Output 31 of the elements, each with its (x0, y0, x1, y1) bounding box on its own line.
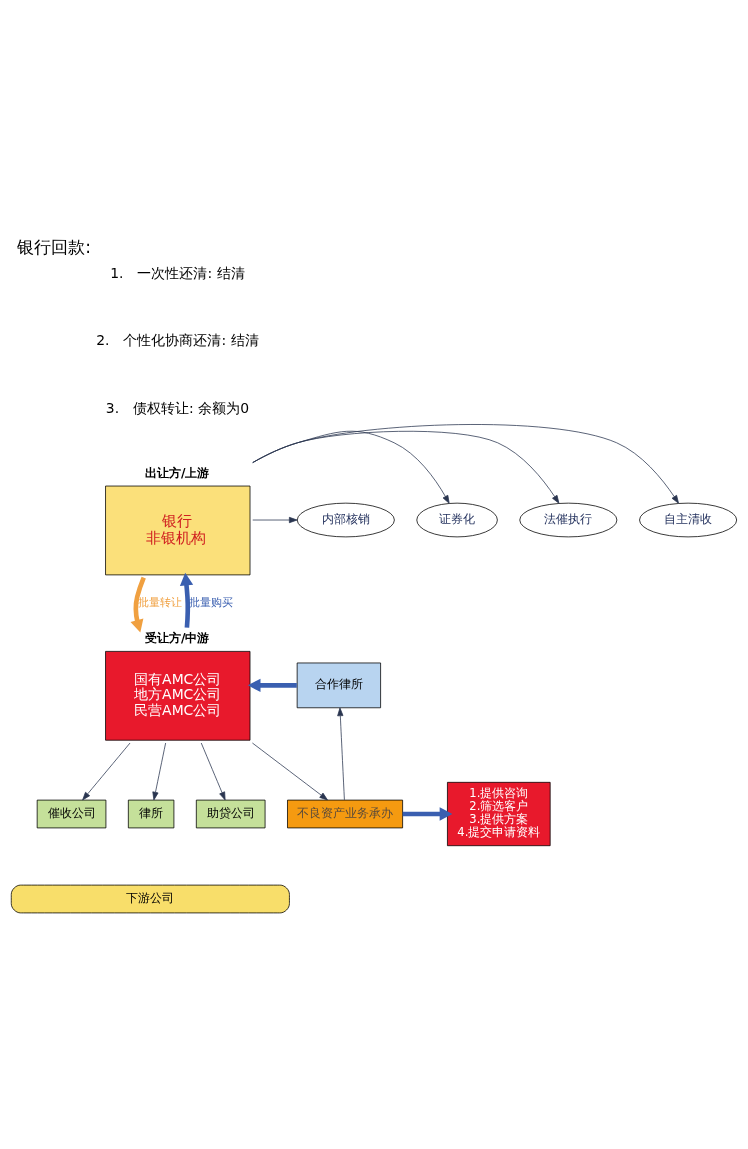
arrow (152, 742, 167, 801)
diagram-title: 银行回款: (17, 236, 92, 257)
edge-label: 批量转让 (137, 595, 182, 609)
node-ellipse: 自主清收 (639, 502, 738, 538)
arrow (252, 424, 679, 504)
node-box: 律所 (127, 799, 175, 829)
arrow (179, 572, 194, 628)
node-ellipse: 内部核销 (296, 502, 395, 538)
arrow (247, 678, 297, 693)
node-box: 催收公司 (36, 799, 107, 829)
label: 3. 债权转让: 余额为0 (105, 399, 249, 416)
node-box: 助贷公司 (195, 799, 266, 829)
arrow (82, 742, 131, 801)
arrow (252, 742, 328, 801)
node-box: 下游公司 (10, 884, 290, 914)
arrow (130, 576, 146, 633)
label: 2. 个性化协商还清: 结清 (96, 332, 259, 349)
label: 1. 一次性还清: 结清 (110, 265, 245, 282)
node-ellipse: 法催执行 (519, 502, 618, 538)
arrow (252, 430, 450, 504)
arrow (402, 807, 453, 821)
node-label: 出让方/上游 (144, 465, 210, 480)
node-ellipse: 证券化 (416, 502, 498, 538)
node-box: 不良资产业务承办 (287, 799, 403, 829)
node-box: 合作律所 (296, 662, 381, 709)
node-label: 受让方/中游 (144, 630, 210, 645)
arrow (200, 742, 226, 801)
arrow (337, 707, 345, 801)
arrow (252, 516, 298, 524)
arrow (252, 430, 560, 504)
node-box: 1.提供咨询 2.筛选客户 3.提供方案 4.提交申请资料 (447, 781, 551, 847)
